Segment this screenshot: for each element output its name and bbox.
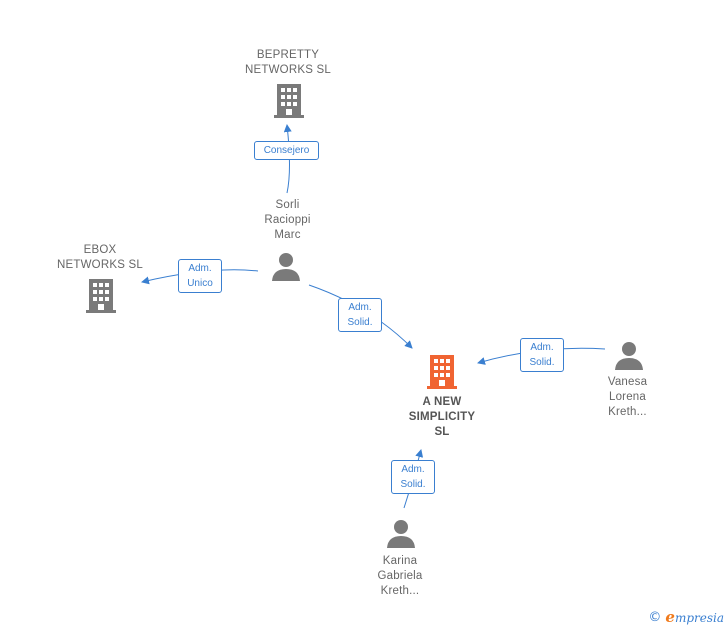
brand-logo: empresia — [665, 608, 724, 626]
edge-label-line: Adm. — [401, 464, 425, 475]
edge-label-adm-unico[interactable]: Adm. Unico — [178, 259, 222, 293]
edge-label-line: Unico — [187, 278, 213, 289]
edge-label-line: Solid. — [529, 357, 555, 368]
edge-label-line: Adm. — [348, 302, 372, 313]
company-name-line: BEPRETTY — [256, 49, 320, 61]
company-name-line: A NEW — [422, 396, 462, 408]
brand-initial: e — [665, 608, 675, 626]
person-name-line: Gabriela — [377, 570, 423, 582]
person-name-line: Racioppi — [264, 214, 311, 226]
company-name-line: NETWORKS SL — [57, 259, 143, 271]
person-name-line: Karina — [382, 555, 418, 567]
edge-label-adm-solid-karina[interactable]: Adm. Solid. — [391, 460, 435, 494]
person-label-karina[interactable]: Karina Gabriela Kreth... — [355, 554, 445, 599]
company-name-line: EBOX — [83, 244, 117, 256]
person-label-vanesa[interactable]: Vanesa Lorena Kreth... — [585, 375, 670, 420]
company-label-bepretty[interactable]: BEPRETTY NETWORKS SL — [228, 48, 348, 78]
company-name-line: SL — [434, 426, 450, 438]
person-icon[interactable] — [386, 519, 416, 549]
edge-label-line: Adm. — [530, 342, 554, 353]
edge-label-consejero[interactable]: Consejero — [254, 141, 319, 160]
person-name-line: Kreth... — [608, 406, 647, 418]
edge-label-adm-solid-sorli[interactable]: Adm. Solid. — [338, 298, 382, 332]
building-icon[interactable] — [274, 84, 304, 118]
person-name-line: Lorena — [608, 391, 646, 403]
person-name-line: Marc — [274, 229, 301, 241]
person-name-line: Kreth... — [380, 585, 420, 597]
person-icon[interactable] — [271, 252, 301, 282]
person-name-line: Vanesa — [607, 376, 648, 388]
person-icon[interactable] — [614, 341, 644, 371]
brand-rest: mpresia — [674, 611, 724, 625]
edge-label-line: Consejero — [263, 145, 310, 156]
company-label-main[interactable]: A NEW SIMPLICITY SL — [392, 395, 492, 440]
company-name-line: SIMPLICITY — [408, 411, 476, 423]
person-label-sorli[interactable]: Sorli Racioppi Marc — [240, 198, 335, 243]
company-name-line: NETWORKS SL — [245, 64, 331, 76]
empresia-watermark: © empresia — [648, 608, 724, 626]
edge-label-line: Solid. — [347, 317, 373, 328]
building-icon[interactable] — [427, 355, 457, 389]
copyright-icon: © — [648, 609, 662, 625]
edge-label-line: Adm. — [188, 263, 212, 274]
person-name-line: Sorli — [275, 199, 300, 211]
company-label-ebox[interactable]: EBOX NETWORKS SL — [45, 243, 155, 273]
edge-label-adm-solid-vanesa[interactable]: Adm. Solid. — [520, 338, 564, 372]
building-icon[interactable] — [86, 279, 116, 313]
edge-label-line: Solid. — [400, 479, 426, 490]
edge-consejero — [283, 124, 292, 194]
